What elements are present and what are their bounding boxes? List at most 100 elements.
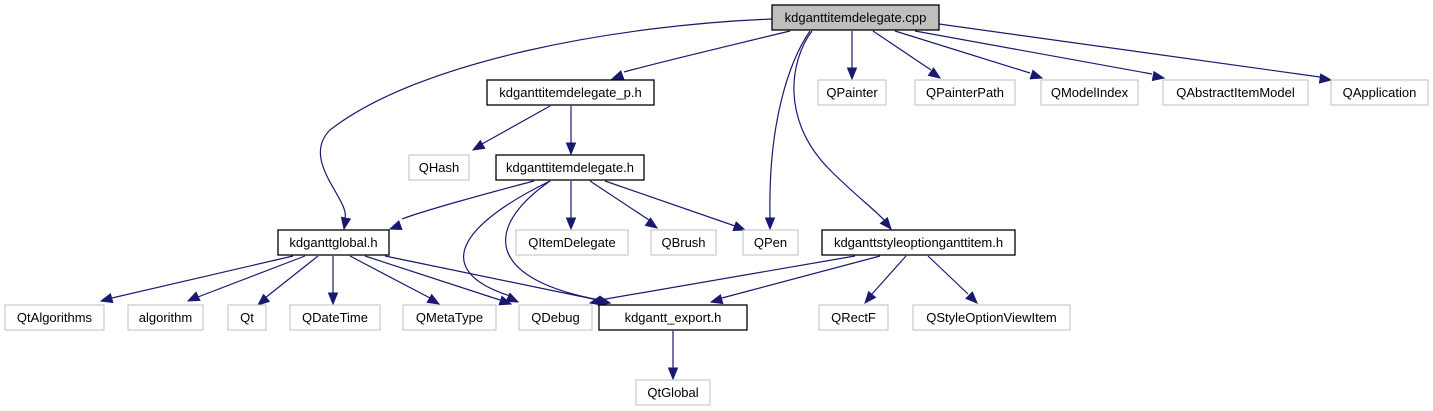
edge-line bbox=[927, 255, 969, 295]
edge-global_h-to-qt bbox=[256, 255, 319, 306]
arrowhead-icon bbox=[764, 217, 776, 231]
node-qbrush: QBrush bbox=[650, 229, 717, 256]
node-qtalgorithms: QtAlgorithms bbox=[4, 304, 105, 331]
node-qtglobal: QtGlobal bbox=[635, 379, 711, 406]
node-label: QDebug bbox=[531, 310, 579, 325]
node-box bbox=[486, 79, 655, 106]
edge-line bbox=[401, 180, 535, 220]
edge-export_h-to-qtglobal bbox=[667, 331, 679, 381]
edge-root-to-qpainterpath bbox=[872, 30, 942, 79]
node-label: QMetaType bbox=[416, 310, 483, 325]
node-label: QPainterPath bbox=[926, 85, 1004, 100]
node-box bbox=[402, 304, 497, 331]
node-box bbox=[598, 304, 748, 331]
edge-line bbox=[364, 255, 501, 301]
node-label: kdganttitemdelegate.cpp bbox=[785, 10, 927, 25]
arrowhead-icon bbox=[588, 295, 603, 306]
edge-styleopt_h-to-qrectf bbox=[864, 255, 907, 305]
arrowhead-icon bbox=[879, 216, 892, 231]
arrowhead-icon bbox=[565, 217, 577, 231]
arrowhead-icon bbox=[99, 292, 114, 304]
arrowhead-icon bbox=[327, 292, 339, 306]
edge-line bbox=[894, 30, 1031, 74]
node-qpainter: QPainter bbox=[817, 79, 887, 106]
node-export-h[interactable]: kdgantt_export.h bbox=[598, 304, 748, 331]
edge-line bbox=[319, 18, 773, 219]
arrowhead-icon bbox=[732, 221, 747, 231]
node-qt: Qt bbox=[227, 304, 267, 331]
node-box bbox=[817, 79, 887, 106]
node-box bbox=[818, 304, 889, 331]
node-qmodelindex: QModelIndex bbox=[1040, 79, 1139, 106]
node-label: kdganttitemdelegate_p.h bbox=[499, 85, 641, 100]
node-box bbox=[4, 304, 105, 331]
arrowhead-icon bbox=[1318, 73, 1333, 84]
edge-delegate_p-to-delegate_h bbox=[565, 106, 577, 156]
arrowhead-icon bbox=[1029, 69, 1044, 80]
arrowhead-icon bbox=[1151, 70, 1166, 82]
edge-global_h-to-qdebug bbox=[364, 255, 513, 306]
node-qpainterpath: QPainterPath bbox=[914, 79, 1016, 106]
arrowhead-icon bbox=[864, 290, 877, 305]
edge-root-to-qapplication bbox=[938, 23, 1333, 84]
node-delegate-p[interactable]: kdganttitemdelegate_p.h bbox=[486, 79, 655, 106]
node-styleopt-h[interactable]: kdganttstyleoptionganttitem.h bbox=[821, 229, 1016, 256]
edge-line bbox=[111, 255, 294, 299]
node-box bbox=[912, 304, 1071, 331]
edge-styleopt_h-to-qdebug bbox=[588, 255, 856, 306]
arrowhead-icon bbox=[965, 291, 978, 304]
edge-line bbox=[604, 180, 736, 227]
arrowhead-icon bbox=[256, 293, 271, 306]
node-label: QPen bbox=[754, 235, 787, 250]
node-label: kdganttitemdelegate.h bbox=[506, 160, 634, 175]
edge-line bbox=[197, 255, 306, 298]
node-box bbox=[277, 229, 390, 256]
node-label: kdgantt_export.h bbox=[625, 310, 722, 325]
edge-line bbox=[463, 180, 551, 297]
edge-line bbox=[938, 23, 1321, 78]
node-qmetatype: QMetaType bbox=[402, 304, 497, 331]
node-box bbox=[821, 229, 1016, 256]
edge-line bbox=[793, 30, 885, 221]
edge-global_h-to-qdatetime bbox=[327, 256, 339, 306]
node-label: QRectF bbox=[831, 310, 876, 325]
edge-delegate_h-to-qbrush bbox=[589, 180, 659, 229]
node-box bbox=[1162, 79, 1309, 106]
node-global-h[interactable]: kdganttglobal.h bbox=[277, 229, 390, 256]
node-box bbox=[227, 304, 267, 331]
edge-delegate_p-to-qhash bbox=[471, 105, 551, 151]
arrowhead-icon bbox=[388, 220, 403, 230]
arrowhead-icon bbox=[667, 367, 679, 381]
edge-line bbox=[914, 30, 1153, 75]
node-qdebug: QDebug bbox=[518, 304, 593, 331]
edge-root-to-qabstractitemmodel bbox=[914, 30, 1166, 82]
node-label: QStyleOptionViewItem bbox=[926, 310, 1057, 325]
edge-line bbox=[599, 255, 856, 301]
arrowhead-icon bbox=[505, 292, 520, 303]
node-box bbox=[650, 229, 717, 256]
edge-line bbox=[349, 255, 431, 299]
arrowhead-icon bbox=[340, 216, 352, 231]
node-label: algorithm bbox=[139, 310, 192, 325]
edge-line bbox=[481, 105, 551, 145]
arrowhead-icon bbox=[709, 293, 724, 305]
node-qitemdelegate: QItemDelegate bbox=[515, 229, 629, 256]
arrowhead-icon bbox=[846, 67, 858, 81]
arrowhead-icon bbox=[644, 217, 659, 229]
edge-line bbox=[872, 30, 932, 71]
node-delegate-h[interactable]: kdganttitemdelegate.h bbox=[495, 154, 645, 181]
node-label: QItemDelegate bbox=[528, 235, 615, 250]
edge-root-to-qpainter bbox=[846, 31, 858, 81]
node-box bbox=[1330, 79, 1429, 106]
edge-line bbox=[769, 30, 811, 219]
edge-line bbox=[264, 255, 319, 299]
node-label: kdganttstyleoptionganttitem.h bbox=[834, 235, 1003, 250]
edge-line bbox=[384, 255, 599, 301]
edge-delegate_h-to-global_h bbox=[388, 180, 535, 230]
node-label: QAbstractItemModel bbox=[1176, 85, 1295, 100]
node-box bbox=[289, 304, 381, 331]
node-root[interactable]: kdganttitemdelegate.cpp bbox=[771, 4, 940, 31]
node-box bbox=[914, 79, 1016, 106]
arrowhead-icon bbox=[498, 295, 513, 306]
